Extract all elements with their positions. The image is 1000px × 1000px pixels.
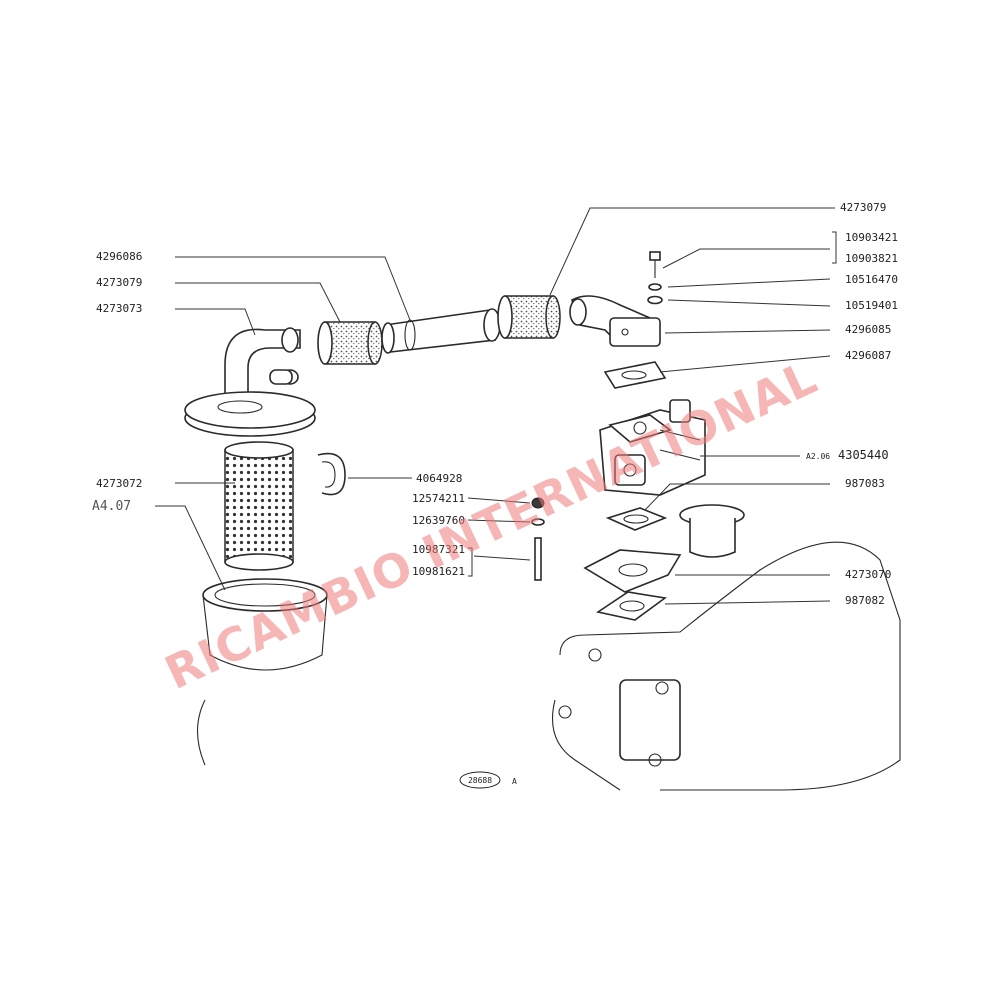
intake-tube-part bbox=[381, 308, 501, 354]
label-4296087: 4296087 bbox=[845, 349, 891, 362]
label-4273070: 4273070 bbox=[845, 568, 891, 581]
reference-number: 28688 bbox=[468, 776, 492, 785]
air-filter-elbow-part bbox=[224, 327, 301, 406]
label-10981621: 10981621 bbox=[412, 565, 465, 578]
reference-code: 28688 A bbox=[459, 771, 517, 789]
manifold-outline-part bbox=[551, 541, 901, 791]
stud-part bbox=[534, 537, 542, 581]
label-4273072: 4273072 bbox=[96, 477, 142, 490]
label-a206: A2.06 bbox=[806, 452, 830, 461]
label-4305440: 4305440 bbox=[838, 448, 889, 462]
spacer-flange-part bbox=[583, 549, 682, 593]
label-12574211: 12574211 bbox=[412, 492, 465, 505]
label-12639760: 12639760 bbox=[412, 514, 465, 527]
washer-small-part bbox=[531, 518, 545, 526]
label-4296086: 4296086 bbox=[96, 250, 142, 263]
spring-clip-part bbox=[317, 452, 346, 496]
label-4273079-left: 4273079 bbox=[96, 276, 142, 289]
gasket-lower-part bbox=[595, 591, 668, 621]
label-987083: 987083 bbox=[845, 477, 885, 490]
label-4273079-top: 4273079 bbox=[840, 201, 886, 214]
label-987082: 987082 bbox=[845, 594, 885, 607]
label-10987321: 10987321 bbox=[412, 543, 465, 556]
filter-housing-part bbox=[197, 578, 328, 766]
reference-suffix: A bbox=[512, 777, 517, 786]
part-number-labels: 4273079 4296086 4273079 4273073 4273072 … bbox=[92, 201, 898, 607]
gasket-upper-part bbox=[603, 361, 667, 389]
label-10516470: 10516470 bbox=[845, 273, 898, 286]
filter-element-part bbox=[224, 441, 294, 571]
label-4064928: 4064928 bbox=[416, 472, 462, 485]
label-a407: A4.07 bbox=[92, 499, 131, 514]
air-filter-lid-part bbox=[184, 391, 316, 437]
label-4296085: 4296085 bbox=[845, 323, 891, 336]
washer-parts bbox=[647, 283, 663, 305]
filler-cap-part bbox=[679, 504, 745, 558]
label-10519401: 10519401 bbox=[845, 299, 898, 312]
label-10903821: 10903821 bbox=[845, 252, 898, 265]
nut-part bbox=[531, 497, 545, 509]
gasket-middle-part bbox=[605, 507, 668, 531]
label-4273073: 4273073 bbox=[96, 302, 142, 315]
hose-sleeve-left-part bbox=[317, 321, 383, 365]
bolt-part bbox=[649, 251, 661, 278]
leader-lines bbox=[155, 207, 837, 605]
label-10903421: 10903421 bbox=[845, 231, 898, 244]
carb-elbow-part bbox=[569, 295, 661, 347]
carburettor-part bbox=[599, 399, 706, 496]
hose-sleeve-right-part bbox=[497, 295, 561, 339]
